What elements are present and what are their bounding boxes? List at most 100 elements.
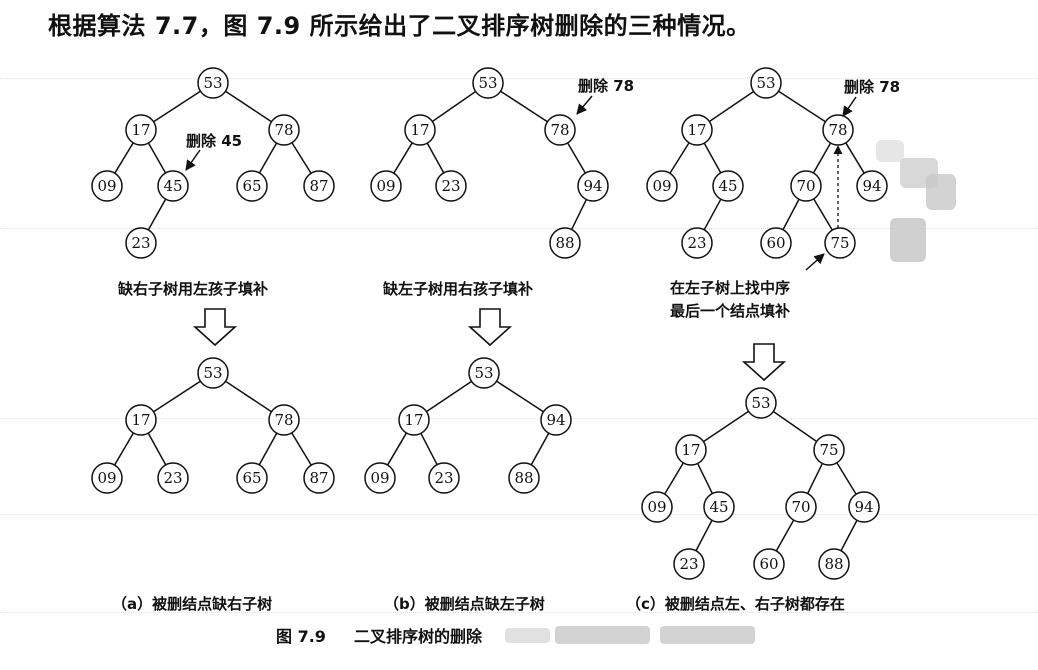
tree-node: 23 xyxy=(428,462,460,494)
tree-node: 17 xyxy=(681,114,713,146)
tree-edge xyxy=(782,198,800,231)
tree-node: 17 xyxy=(125,114,157,146)
tree-edge xyxy=(570,199,588,230)
tree-node-label: 88 xyxy=(555,234,574,252)
tree-node-label: 23 xyxy=(434,469,453,487)
tree-node-label: 45 xyxy=(718,177,737,195)
tree-node: 17 xyxy=(125,404,157,436)
tree-node-label: 17 xyxy=(410,121,429,139)
tree-node-label: 87 xyxy=(309,177,328,195)
tree-node: 53 xyxy=(472,67,504,99)
tree-node: 78 xyxy=(822,114,854,146)
tree-edge xyxy=(845,142,865,174)
tree-node-label: 23 xyxy=(679,555,698,573)
tree-node-label: 78 xyxy=(274,121,293,139)
tree-edge xyxy=(496,380,544,413)
tree-node-label: 94 xyxy=(862,177,881,195)
tree-node: 09 xyxy=(91,170,123,202)
tree-edge xyxy=(147,432,167,466)
tree-edge xyxy=(431,90,477,123)
tree-node-label: 53 xyxy=(474,364,493,382)
tree-edge xyxy=(840,519,858,552)
subcaption-a: （a）被删结点缺右子树 xyxy=(112,595,272,613)
tree-node-label: 17 xyxy=(404,411,423,429)
transform-label-b: 缺左子树用右孩子填补 xyxy=(382,280,533,298)
transform-label-a: 缺右子树用左孩子填补 xyxy=(117,280,268,298)
tree-node-label: 09 xyxy=(370,469,389,487)
tree-edge xyxy=(258,432,278,466)
figure-caption-title: 二叉排序树的删除 xyxy=(354,627,483,646)
tree-node: 87 xyxy=(303,462,335,494)
tree-node-label: 88 xyxy=(824,555,843,573)
tree-node: 53 xyxy=(197,67,229,99)
tree-edge xyxy=(708,90,755,123)
tree-node: 23 xyxy=(673,548,705,580)
tree-node-label: 23 xyxy=(163,469,182,487)
tree-edge xyxy=(669,142,690,174)
tree-edge xyxy=(147,198,167,231)
tree-edge xyxy=(703,410,749,443)
tree-node-label: 09 xyxy=(652,177,671,195)
tree-node-label: 23 xyxy=(687,234,706,252)
tree-edge xyxy=(703,142,722,174)
tree-node-label: 87 xyxy=(309,469,328,487)
figure-caption-number: 图 7.9 xyxy=(276,627,326,646)
annotation-b-delete: 删除 78 xyxy=(578,77,634,95)
tree-edge xyxy=(225,90,272,123)
tree-node: 53 xyxy=(750,67,782,99)
tree-node: 53 xyxy=(745,387,777,419)
tree-node: 09 xyxy=(641,491,673,523)
tree-edge xyxy=(153,90,201,123)
tree-node-label: 17 xyxy=(687,121,706,139)
tree-node-label: 53 xyxy=(203,364,222,382)
tree-node-label: 70 xyxy=(796,177,815,195)
tree-edge xyxy=(225,380,272,413)
tree-node-label: 88 xyxy=(514,469,533,487)
tree-node-label: 94 xyxy=(546,411,565,429)
tree-edge xyxy=(147,142,167,174)
tree-node: 94 xyxy=(540,404,572,436)
tree-node: 65 xyxy=(236,170,268,202)
tree-node: 09 xyxy=(646,170,678,202)
annotation-c-node-pointer xyxy=(805,253,825,271)
tree-node-label: 23 xyxy=(131,234,150,252)
tree-node: 23 xyxy=(157,462,189,494)
tree-edge xyxy=(566,142,587,174)
page-heading: 根据算法 7.7，图 7.9 所示给出了二叉排序树删除的三种情况。 xyxy=(48,12,751,40)
tree-edge xyxy=(153,380,201,413)
down-arrow-icon xyxy=(741,343,787,382)
tree-node: 23 xyxy=(125,227,157,259)
tree-node-label: 17 xyxy=(131,411,150,429)
tree-node: 17 xyxy=(404,114,436,146)
tree-edge xyxy=(291,432,312,466)
tree-edge xyxy=(426,142,445,174)
tree-node-label: 65 xyxy=(242,469,261,487)
tree-edge xyxy=(386,432,408,466)
tree-edge xyxy=(114,142,134,174)
tree-node-label: 45 xyxy=(709,498,728,516)
tree-node: 94 xyxy=(848,491,880,523)
tree-edge xyxy=(806,463,824,494)
annotation-b-pointer xyxy=(576,95,593,115)
tree-edge xyxy=(393,142,413,174)
tree-node-label: 17 xyxy=(681,441,700,459)
tree-edge xyxy=(836,462,857,495)
transform-label-c-line2: 最后一个结点填补 xyxy=(670,302,790,320)
tree-node-label: 65 xyxy=(242,177,261,195)
tree-node: 94 xyxy=(577,170,609,202)
subcaption-b: （b）被删结点缺左子树 xyxy=(384,595,545,613)
tree-node-label: 45 xyxy=(163,177,182,195)
tree-node: 53 xyxy=(197,357,229,389)
tree-node: 70 xyxy=(790,170,822,202)
tree-node: 94 xyxy=(856,170,888,202)
tree-node: 09 xyxy=(364,462,396,494)
tree-node: 53 xyxy=(468,357,500,389)
tree-node: 45 xyxy=(712,170,744,202)
tree-node-label: 94 xyxy=(583,177,602,195)
annotation-a-pointer xyxy=(185,149,201,171)
tree-node: 23 xyxy=(435,170,467,202)
tree-node: 60 xyxy=(760,227,792,259)
tree-node-label: 75 xyxy=(819,441,838,459)
tree-node-label: 53 xyxy=(203,74,222,92)
